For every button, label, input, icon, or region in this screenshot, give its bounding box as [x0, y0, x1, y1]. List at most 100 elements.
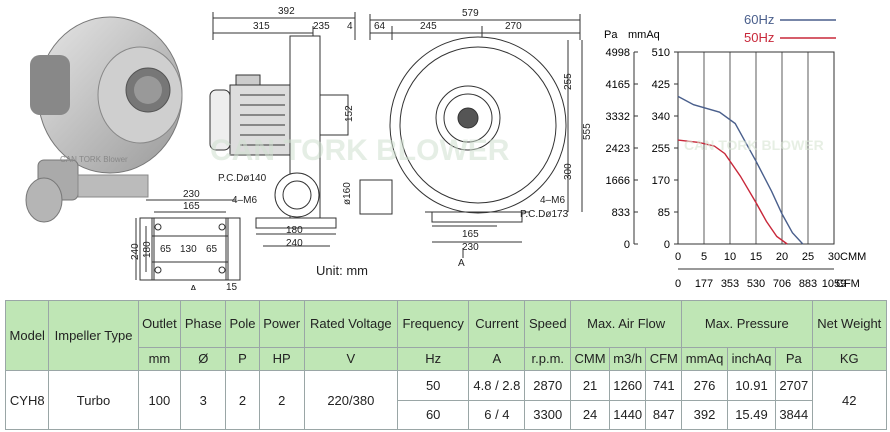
cell-impeller: Turbo [48, 370, 139, 430]
header-airflow: Max. Air Flow [570, 300, 683, 348]
y-tick-mmaq: 85 [658, 207, 670, 219]
cell-current: 4.8 / 2.8 [468, 370, 526, 401]
y-unit-pa: Pa [604, 29, 618, 41]
svg-text:255: 255 [563, 73, 574, 90]
y-tick-pa: 2423 [606, 143, 630, 155]
svg-text:240: 240 [286, 238, 303, 249]
x-tick-cmm: 5 [701, 251, 707, 263]
svg-text:15: 15 [226, 282, 238, 290]
unit-mmaq: mmAq [681, 346, 728, 372]
svg-text:4–M6: 4–M6 [232, 195, 257, 206]
svg-text:64: 64 [374, 21, 386, 32]
cell-inchaq: 10.91 [726, 370, 777, 401]
y-tick-mmaq: 0 [664, 239, 670, 251]
svg-text:315: 315 [253, 21, 270, 32]
unit-cfm: CFM [645, 346, 683, 372]
units-row: mm Ø P HP V Hz A r.p.m. CMM m3/h CFM mmA… [6, 346, 888, 372]
cell-voltage: 220/380 [303, 370, 398, 430]
cell-phase: 3 [180, 370, 227, 430]
svg-text:ø160: ø160 [342, 182, 353, 205]
unit-label: Unit: mm [316, 263, 368, 278]
unit-outlet: mm [137, 346, 182, 372]
cell-speed: 2870 [524, 370, 572, 401]
unit-weight: KG [811, 346, 888, 372]
header-weight: Net Weight [811, 300, 888, 348]
svg-text:555: 555 [582, 123, 593, 140]
cell-pole: 2 [225, 370, 260, 430]
cell-m3h: 1260 [608, 370, 647, 401]
cell-m3h: 1440 [608, 399, 647, 431]
y-unit-mmaq: mmAq [628, 29, 660, 41]
svg-text:CAN TORK Blower: CAN TORK Blower [60, 155, 128, 164]
svg-text:152: 152 [344, 105, 355, 122]
svg-text:65: 65 [160, 244, 172, 255]
x-unit-cmm: CMM [840, 251, 866, 263]
bottom-view-drawing [135, 199, 241, 281]
unit-frequency: Hz [396, 346, 470, 372]
cell-frequency: 50 [396, 370, 470, 401]
cell-current: 6 / 4 [468, 399, 526, 431]
header-speed: Speed [524, 300, 572, 348]
svg-text:270: 270 [505, 21, 522, 32]
legend-label-50Hz: 50Hz [744, 30, 774, 45]
cell-weight: 42 [811, 370, 888, 430]
unit-current: A [468, 346, 526, 372]
svg-text:A: A [190, 284, 197, 290]
header-current: Current [468, 300, 526, 348]
svg-text:A: A [458, 258, 465, 269]
y-tick-pa: 4998 [606, 47, 630, 59]
x-tick-cmm: 0 [675, 251, 681, 263]
header-model: Model [4, 299, 50, 372]
table-row: CYH8 Turbo 100 3 2 2 220/380 50 4.8 / 2.… [4, 370, 888, 430]
x-tick-cmm: 25 [802, 251, 814, 263]
cell-mmaq: 392 [681, 399, 728, 431]
svg-text:65: 65 [206, 244, 218, 255]
y-tick-mmaq: 255 [652, 143, 670, 155]
header-voltage: Rated Voltage [303, 300, 398, 348]
unit-inchaq: inchAq [726, 346, 777, 372]
svg-text:392: 392 [278, 6, 295, 17]
series-line-50Hz [677, 139, 788, 245]
y-tick-pa: 0 [624, 239, 630, 251]
svg-text:240: 240 [130, 243, 141, 260]
y-tick-mmaq: 340 [652, 111, 670, 123]
header-pole: Pole [225, 300, 260, 348]
header-row: Model Impeller Type Outlet Phase Pole Po… [4, 299, 888, 372]
unit-power: HP [258, 346, 305, 372]
svg-text:300: 300 [563, 163, 574, 180]
x-tick-cmm: 10 [724, 251, 736, 263]
header-frequency: Frequency [396, 300, 470, 348]
chart-ticks: 00517710353155302070625883301059CMMCFM51… [606, 47, 867, 290]
x-unit-cfm: CFM [836, 278, 860, 290]
x-tick-cfm: 177 [695, 278, 713, 290]
unit-cmm: CMM [570, 346, 610, 372]
front-view-drawing [359, 14, 583, 258]
y-tick-mmaq: 510 [652, 47, 670, 59]
front-view-labels: 579 64 245 270 255 555 300 4–M6 P.C.Dø17… [374, 8, 593, 269]
legend-label-60Hz: 60Hz [744, 12, 774, 27]
header-power: Power [258, 300, 305, 348]
bottom-view-labels: 230 165 240 180 65 130 65 A 15 [130, 189, 238, 290]
unit-speed: r.p.m. [524, 346, 572, 372]
side-view-labels: 392 315 235 4 152 P.C.Dø140 4–M6 ø160 18… [218, 6, 355, 249]
svg-text:180: 180 [286, 225, 303, 236]
svg-text:130: 130 [180, 244, 197, 255]
cell-power: 2 [258, 370, 305, 430]
x-tick-cfm: 530 [747, 278, 765, 290]
svg-text:180: 180 [142, 241, 153, 258]
svg-text:165: 165 [183, 201, 200, 212]
svg-text:165: 165 [462, 229, 479, 240]
header-impeller: Impeller Type [48, 299, 139, 372]
chart-legend: 60Hz 50Hz [744, 12, 836, 45]
cell-outlet: 100 [137, 370, 182, 430]
header-outlet: Outlet [137, 300, 182, 348]
svg-text:230: 230 [462, 242, 479, 253]
header-phase: Phase [180, 300, 227, 348]
unit-pole: P [225, 346, 260, 372]
svg-text:P.C.Dø173: P.C.Dø173 [520, 209, 569, 220]
chart-series [677, 95, 804, 245]
x-tick-cmm: 15 [750, 251, 762, 263]
y-tick-mmaq: 425 [652, 79, 670, 91]
unit-pa: Pa [775, 346, 813, 372]
y-tick-pa: 1666 [606, 175, 630, 187]
